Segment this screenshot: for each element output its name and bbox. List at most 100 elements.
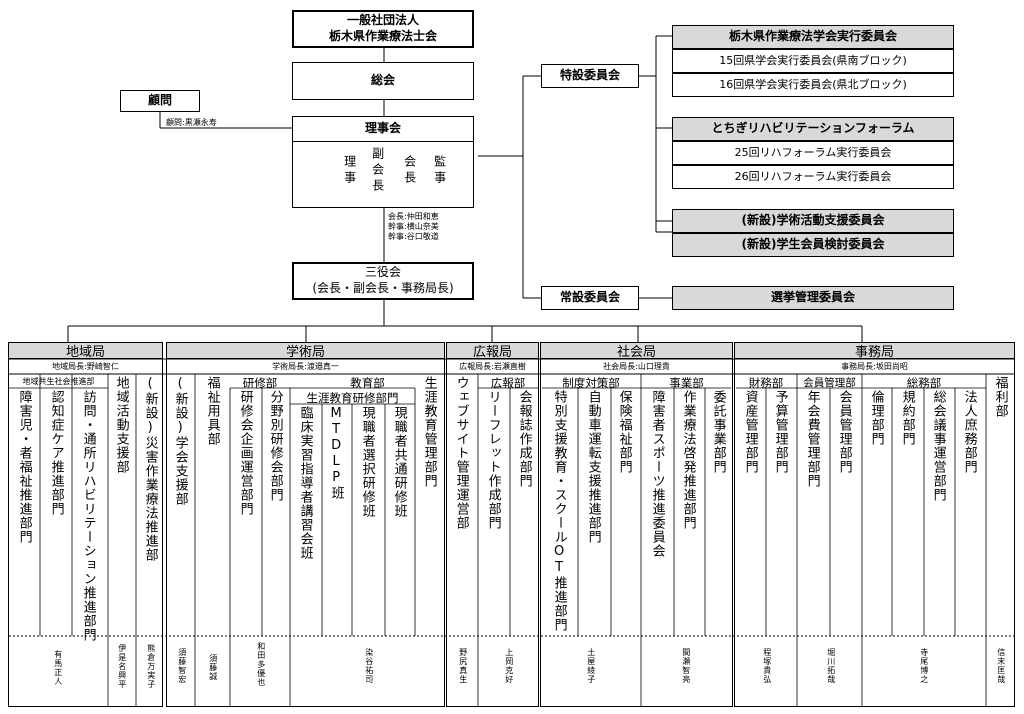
office-bureau-header: 事務局 [734, 342, 1015, 360]
dept-general-affairs: 総務部 [906, 376, 942, 390]
conference-15-label: 15回県学会実行委員会(県南ブロック) [719, 53, 907, 67]
col-disability-welfare: 障害児・者福祉推進部門 [16, 390, 32, 544]
election-committee-label: 選挙管理委員会 [770, 290, 855, 305]
dept-policy: 制度対策部 [562, 376, 620, 390]
officer-secretary-1: 幹事:横山奈美 [388, 222, 439, 231]
person-mase: 間瀬智亮 [681, 648, 691, 684]
officer-president: 会長:仲田和恵 [388, 212, 439, 221]
social-bureau-header: 社会局 [540, 342, 733, 360]
person-sudo-makoto: 須藤誠 [208, 654, 218, 681]
person-wada: 和田多優也 [256, 642, 266, 687]
academic-support-committee-label: (新設)学術活動支援委員会 [741, 213, 885, 228]
rehab-forum-label: とちぎリハビリテーションフォーラム [711, 121, 915, 136]
col-general-meeting: 総会議事運営部門 [930, 390, 946, 502]
col-corporate-affairs: 法人庶務部門 [961, 390, 977, 474]
col-leaflet: リーフレット作成部門 [485, 390, 501, 530]
col-budget-management: 予算管理部門 [772, 390, 788, 474]
forum-25-box: 25回リハフォーラム実行委員会 [672, 141, 954, 165]
col-member-management: 会員管理部門 [836, 390, 852, 474]
three-officers-line2: (会長・副会長・事務局長) [312, 281, 454, 295]
person-tsuchiya: 土屋綾子 [586, 648, 596, 684]
org-name-line1: 一般社団法人 [346, 13, 419, 28]
special-committee-label: 特設委員会 [559, 68, 620, 83]
office-bureau-head: 事務局長:坂田尚昭 [841, 362, 908, 371]
col-welfare-equipment: 福祉用具部 [204, 376, 220, 446]
general-assembly-box: 総会 [292, 62, 474, 100]
col-mtdlp: MTDLP班 [328, 406, 344, 500]
col-asset-management: 資産管理部門 [742, 390, 758, 474]
person-arima: 有馬正人 [53, 650, 63, 686]
col-ot-promotion: 作業療法啓発推進部門 [680, 390, 696, 530]
person-ueoka: 上岡克好 [504, 648, 514, 684]
col-common-training: 現職者共通研修班 [391, 406, 407, 518]
person-kumakura: 熊倉万実子 [146, 644, 156, 689]
col-dementia-care: 認知症ケア推進部門 [48, 390, 64, 516]
col-bylaws: 規約部門 [899, 390, 915, 446]
regional-bureau-header: 地域局 [8, 342, 163, 360]
academic-bureau-head: 学術局長:渡邉真一 [272, 362, 339, 371]
col-disability-sports: 障害者スポーツ推進委員会 [649, 390, 665, 558]
board-role-director: 理事 [342, 155, 357, 187]
student-member-committee-label: (新設)学生会員検討委員会 [741, 237, 885, 252]
forum-26-label: 26回リハフォーラム実行委員会 [734, 169, 892, 183]
dept-pr: 広報部 [490, 376, 526, 390]
standing-committee-box: 常設委員会 [541, 286, 639, 310]
col-newsletter: 会報誌作成部門 [516, 390, 532, 488]
dept-membership: 会員管理部 [803, 377, 856, 389]
person-hodozuka: 程塚貴弘 [762, 648, 772, 684]
social-bureau-head: 社会局長:山口理貴 [603, 362, 670, 371]
dept-training: 研修部 [242, 376, 278, 390]
advisor-box: 顧問 [120, 90, 200, 112]
col-special-education: 特別支援教育・スクールOT推進部門 [551, 390, 567, 632]
col-regional-activity: 地域活動支援部 [113, 376, 129, 474]
org-name-line2: 栃木県作業療法士会 [328, 29, 437, 43]
dept-lifelong: 生涯教育研修部門 [306, 391, 399, 405]
forum-25-label: 25回リハフォーラム実行委員会 [734, 145, 892, 159]
academic-bureau-header: 学術局 [166, 342, 445, 360]
general-assembly-label: 総会 [370, 73, 395, 88]
person-sudo-tomohiro: 須藤智宏 [177, 648, 187, 684]
col-elective-training: 現職者選択研修班 [359, 406, 375, 518]
col-annual-fee: 年会費管理部門 [804, 390, 820, 488]
student-member-committee-box: (新設)学生会員検討委員会 [672, 233, 954, 257]
standing-committee-label: 常設委員会 [559, 290, 620, 305]
col-conference-support: (新設)学会支援部 [172, 376, 188, 506]
dept-finance: 財務部 [748, 376, 784, 390]
col-lifelong-management: 生涯教育管理部門 [421, 376, 437, 488]
col-commissioned-project: 委託事業部門 [710, 390, 726, 474]
col-clinical-instructor: 臨床実習指導者講習会班 [297, 406, 313, 560]
conference-committee-label: 栃木県作業療法学会実行委員会 [728, 29, 897, 44]
person-nobusue: 信末匡哉 [996, 648, 1006, 684]
col-website: ウェブサイト管理運営部 [453, 376, 469, 530]
col-insurance-welfare: 保険福祉部門 [616, 390, 632, 474]
pr-bureau-head: 広報局長:岩瀬直樹 [459, 362, 526, 371]
col-visiting-rehab: 訪問・通所リハビリテーション推進部門 [80, 390, 96, 642]
three-officers-box: 三役会 (会長・副会長・事務局長) [292, 262, 474, 300]
board-officers: 会長:仲田和恵 幹事:横山奈美 幹事:谷口敬道 [388, 212, 439, 242]
forum-26-box: 26回リハフォーラム実行委員会 [672, 165, 954, 189]
person-izena: 伊是名興平 [117, 644, 127, 689]
regional-bureau-head: 地域局長:野崎智仁 [52, 362, 119, 371]
org-name-box: 一般社団法人 栃木県作業療法士会 [292, 10, 474, 48]
dept-regional-coexist: 地域共生社会推進部 [22, 377, 95, 386]
advisor-title: 顧問 [147, 93, 172, 108]
person-horikawa: 堀川拓哉 [826, 648, 836, 684]
person-terao: 寺尾博之 [919, 648, 929, 684]
board-box: 理事会 理事 副会長 会長 監事 [292, 116, 474, 208]
academic-support-committee-box: (新設)学術活動支援委員会 [672, 209, 954, 233]
col-ethics: 倫理部門 [868, 390, 884, 446]
person-someya: 染谷祐司 [364, 648, 374, 684]
election-committee-box: 選挙管理委員会 [672, 286, 954, 310]
conference-16-label: 16回県学会実行委員会(県北ブロック) [719, 77, 907, 91]
dept-education: 教育部 [350, 376, 385, 390]
board-title: 理事会 [293, 117, 473, 142]
board-role-vice-president: 副会長 [370, 147, 385, 195]
col-seminar-planning: 研修会企画運営部門 [237, 390, 253, 516]
board-role-president: 会長 [402, 155, 417, 187]
conference-15-box: 15回県学会実行委員会(県南ブロック) [672, 49, 954, 73]
col-driving-support: 自動車運転支援推進部門 [585, 390, 601, 544]
col-disaster-ot: (新設)災害作業療法推進部 [142, 376, 158, 562]
officer-secretary-2: 幹事:谷口敬道 [388, 232, 439, 241]
